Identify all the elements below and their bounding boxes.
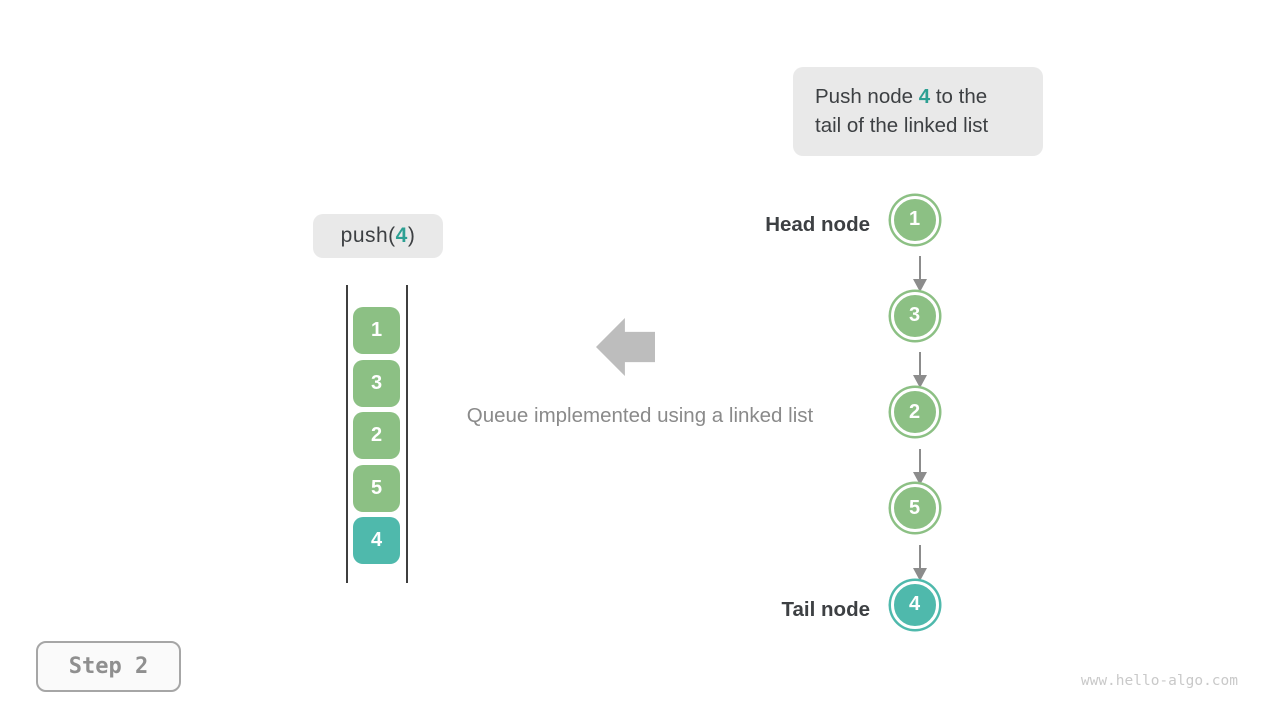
list-node-1: 1 (890, 195, 939, 244)
list-node-4: 4 (890, 580, 939, 629)
instruction-line-1: Push node 4 to the (815, 82, 1043, 111)
arrow-head (912, 375, 927, 389)
left-block-arrow-icon (596, 318, 655, 376)
list-node-3: 3 (890, 291, 939, 340)
arrow-stem (918, 544, 922, 568)
arrow-head (912, 279, 927, 292)
watermark: www.hello-algo.com (1080, 673, 1238, 689)
arrow-stem (918, 256, 922, 279)
instruction-text-pre: Push node (815, 85, 919, 108)
queue-wall-left (346, 285, 348, 583)
list-node-2: 2 (890, 388, 939, 436)
queue-item-2: 2 (353, 412, 400, 459)
tail-node-label: Tail node (781, 598, 870, 621)
arrow-head (912, 567, 927, 581)
diagram-caption: Queue implemented using a linked list (466, 404, 814, 427)
push-call-value: 4 (395, 224, 408, 247)
instruction-line-2: tail of the linked list (815, 114, 989, 137)
instruction-value: 4 (918, 85, 931, 108)
queue-wall-right (406, 285, 408, 583)
step-badge: Step 2 (36, 641, 181, 692)
arrow-stem (918, 448, 922, 472)
queue-item-4: 4 (353, 517, 400, 564)
queue-item-1: 1 (353, 307, 400, 354)
arrow-head (912, 471, 927, 485)
push-call-text-post: ) (407, 224, 416, 247)
queue-item-3: 3 (353, 359, 400, 407)
push-instruction-box: Push node 4 to the tail of the linked li… (793, 67, 1043, 156)
head-node-label: Head node (765, 213, 870, 236)
instruction-text-post: to the (930, 85, 988, 108)
arrow-stem (918, 352, 922, 376)
push-call-label: push(4) (313, 214, 443, 258)
queue-item-5: 5 (353, 464, 400, 512)
push-call-text-pre: push( (340, 224, 396, 247)
list-node-5: 5 (890, 484, 939, 533)
